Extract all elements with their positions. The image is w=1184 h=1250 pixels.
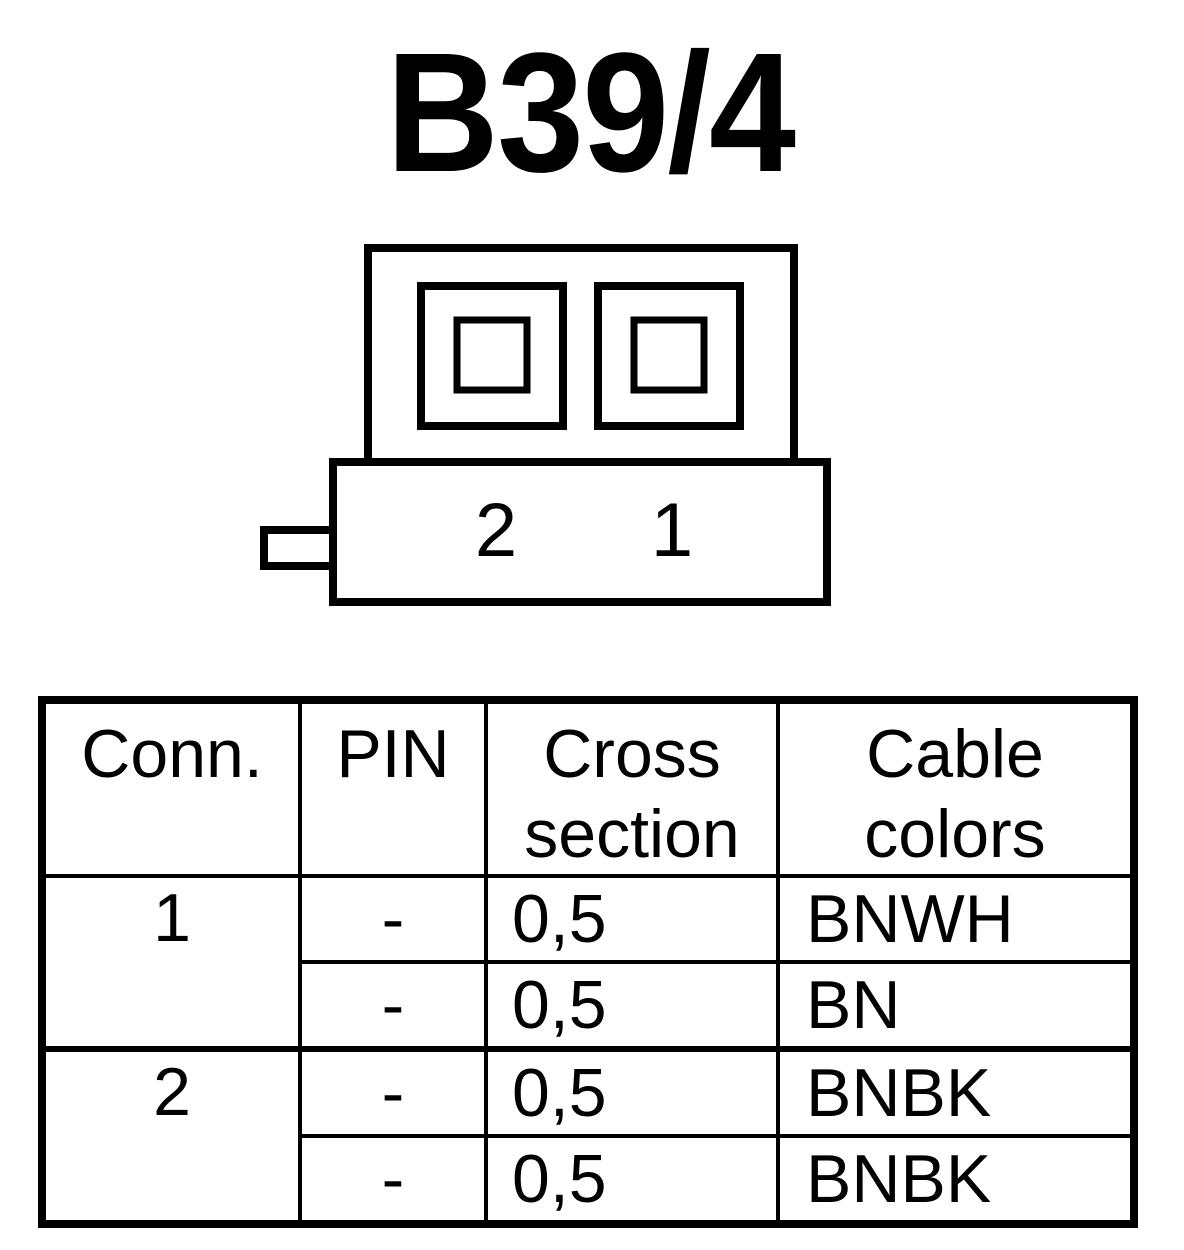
header-cable-colors: Cable colors <box>776 698 1136 878</box>
pinout-table: Conn. PIN Cross section Cable colors 1 -… <box>38 696 1138 1228</box>
header-cross-section: Cross section <box>484 698 780 878</box>
conn-cell: 2 <box>40 1046 302 1226</box>
cross-section-cell: 0,5 <box>484 960 780 1051</box>
header-pin: PIN <box>298 698 488 878</box>
cable-color-cell: BNBK <box>776 1134 1136 1226</box>
pin-cell: - <box>298 960 488 1051</box>
pin-cell: - <box>298 1134 488 1226</box>
connector-title: B39/4 <box>385 18 796 208</box>
connector-drawing: 2 1 <box>260 244 831 606</box>
cable-color-cell: BNWH <box>776 874 1136 964</box>
connector-lower-body <box>329 458 831 606</box>
cross-section-cell: 0,5 <box>484 1134 780 1226</box>
header-cable-colors-line1: Cable <box>866 716 1044 792</box>
connector-latch <box>260 526 333 570</box>
header-cross-section-line2: section <box>524 796 740 872</box>
table-row: - 0,5 BN <box>42 960 1136 1051</box>
table-row: - 0,5 BNBK <box>42 1134 1136 1226</box>
cavity-1-inner <box>630 316 708 394</box>
cross-section-cell: 0,5 <box>484 874 780 964</box>
header-cross-section-line1: Cross <box>543 716 721 792</box>
table-header-row: Conn. PIN Cross section Cable colors <box>40 698 1136 878</box>
pin-cell: - <box>298 874 488 964</box>
cross-section-cell: 0,5 <box>484 1046 780 1138</box>
table-row: 2 - 0,5 BNBK <box>40 1046 1136 1226</box>
pin-cell: - <box>298 1046 488 1138</box>
table-row: 1 - 0,5 BNWH <box>40 874 1136 1051</box>
cable-color-cell: BNBK <box>776 1046 1136 1138</box>
cavity-2-outer <box>417 282 567 430</box>
pin-label-2: 2 <box>475 488 517 573</box>
header-conn-text: Conn. <box>81 716 263 792</box>
pin-label-1: 1 <box>651 488 693 573</box>
header-conn: Conn. <box>40 698 302 878</box>
conn-cell: 1 <box>40 874 302 1051</box>
connector-upper-housing <box>364 244 798 462</box>
cavity-2-inner <box>453 316 531 394</box>
cable-color-cell: BN <box>776 960 1136 1051</box>
cavity-1-outer <box>594 282 744 430</box>
header-pin-text: PIN <box>336 716 450 792</box>
header-cable-colors-line2: colors <box>864 796 1046 872</box>
